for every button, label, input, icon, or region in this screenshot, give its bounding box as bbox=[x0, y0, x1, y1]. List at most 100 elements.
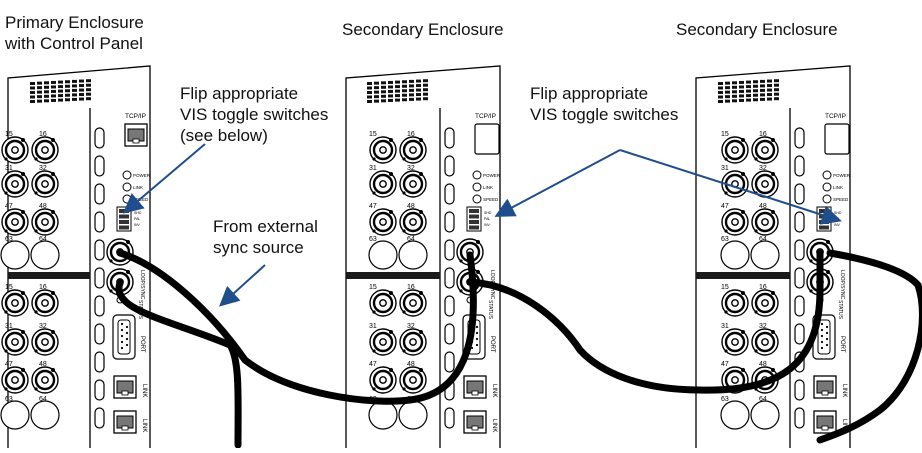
callout-sync-source: From external sync source bbox=[213, 217, 318, 257]
dip-switch-icon bbox=[116, 206, 132, 232]
bnc-number-label: 47 bbox=[369, 361, 377, 368]
vent-grille bbox=[367, 79, 428, 103]
loop-cable bbox=[116, 249, 477, 405]
link-label: LINK bbox=[141, 384, 147, 397]
vent-grille bbox=[30, 79, 91, 103]
blank-plate-icon bbox=[398, 240, 428, 270]
sync-cables bbox=[115, 249, 922, 449]
secondary-enclosure-title-1: Secondary Enclosure bbox=[342, 20, 504, 39]
bnc-connector-icon bbox=[721, 208, 749, 236]
bnc-number-label: 64 bbox=[39, 396, 47, 403]
bnc-connector-icon bbox=[751, 136, 779, 164]
led-icon bbox=[122, 194, 132, 204]
bnc-number-label: 15 bbox=[5, 131, 13, 138]
blank-plate-icon bbox=[368, 400, 398, 430]
dip-label: INV bbox=[484, 223, 491, 227]
led-icon bbox=[472, 194, 482, 204]
bnc-number-label: 63 bbox=[5, 396, 13, 403]
led-label: POWER bbox=[483, 173, 501, 178]
bnc-number-label: 16 bbox=[759, 284, 767, 291]
callout-flip-switches-primary: Flip appropriate VIS toggle switches (se… bbox=[180, 84, 329, 145]
bnc-number-label: 48 bbox=[407, 203, 415, 210]
card-handles bbox=[94, 127, 105, 429]
blank-plate-icon bbox=[398, 400, 428, 430]
tcpip-label: TCP/IP bbox=[475, 113, 496, 120]
port-label: PORT bbox=[839, 336, 845, 353]
bnc-connector-icon bbox=[751, 208, 779, 236]
led-label: LINK bbox=[133, 185, 143, 190]
rj45-port-icon bbox=[813, 410, 837, 434]
bnc-connector-icon bbox=[399, 170, 427, 198]
blank-plate-icon bbox=[0, 240, 30, 270]
bnc-connector-icon bbox=[369, 136, 397, 164]
blank-plate-icon bbox=[30, 400, 60, 430]
dip-label: SHD bbox=[484, 211, 492, 215]
arrow-to-sync-source bbox=[219, 264, 266, 307]
bnc-number-label: 15 bbox=[5, 284, 13, 291]
led-icon bbox=[472, 182, 482, 192]
bnc-number-label: 64 bbox=[39, 236, 47, 243]
bnc-number-label: 64 bbox=[759, 396, 767, 403]
link-label: LINK bbox=[841, 384, 847, 397]
arrow-to-dip-secondary-1 bbox=[494, 149, 621, 217]
led-label: POWER bbox=[833, 173, 851, 178]
bnc-number-label: 63 bbox=[721, 236, 729, 243]
blank-plate-icon bbox=[720, 400, 750, 430]
led-icon bbox=[822, 194, 832, 204]
callout-flip-switches-secondary: Flip appropriate VIS toggle switches bbox=[530, 84, 679, 124]
bnc-number-label: 64 bbox=[759, 236, 767, 243]
bnc-number-label: 15 bbox=[721, 131, 729, 138]
rj45-port-icon bbox=[113, 375, 137, 399]
card-separator-band bbox=[696, 272, 790, 279]
bnc-number-label: 63 bbox=[721, 396, 729, 403]
bnc-connector-icon bbox=[31, 208, 59, 236]
led-icon bbox=[122, 170, 132, 180]
bnc-number-label: 16 bbox=[759, 131, 767, 138]
card-handles bbox=[794, 127, 805, 429]
db9-port-icon bbox=[112, 314, 136, 360]
bnc-connector-icon bbox=[31, 328, 59, 356]
bnc-number-label: 47 bbox=[721, 203, 729, 210]
led-label: LINK bbox=[483, 185, 493, 190]
bnc-connector-icon bbox=[751, 328, 779, 356]
status-label: STATUS bbox=[837, 300, 843, 320]
bnc-number-label: 48 bbox=[759, 203, 767, 210]
link-label: LINK bbox=[491, 419, 497, 432]
dip-label: INV bbox=[834, 223, 841, 227]
bnc-number-label: 16 bbox=[39, 131, 47, 138]
rj45-port-icon bbox=[113, 410, 137, 434]
bnc-connector-icon bbox=[751, 289, 779, 317]
link-label: LINK bbox=[491, 384, 497, 397]
bnc-number-label: 31 bbox=[5, 165, 13, 172]
dip-label: PAL bbox=[484, 217, 490, 221]
status-label: STATUS bbox=[487, 300, 493, 320]
bnc-connector-icon bbox=[369, 208, 397, 236]
led-label: SPEED bbox=[833, 197, 849, 202]
bnc-number-label: 16 bbox=[407, 131, 415, 138]
bnc-number-label: 47 bbox=[369, 203, 377, 210]
bnc-number-label: 48 bbox=[39, 361, 47, 368]
bnc-number-label: 47 bbox=[5, 203, 13, 210]
primary-enclosure-title: Primary Enclosure with Control Panel bbox=[5, 13, 144, 53]
callout-arrows bbox=[122, 143, 842, 307]
bnc-number-label: 31 bbox=[5, 323, 13, 330]
bnc-number-label: 47 bbox=[5, 361, 13, 368]
tcpip-label: TCP/IP bbox=[125, 113, 146, 120]
bnc-connector-icon bbox=[31, 366, 59, 394]
bnc-number-label: 32 bbox=[39, 323, 47, 330]
dip-label: PAL bbox=[134, 217, 140, 221]
bnc-connector-icon bbox=[399, 289, 427, 317]
bnc-number-label: 32 bbox=[407, 323, 415, 330]
bnc-number-label: 48 bbox=[407, 361, 415, 368]
bnc-connector-icon bbox=[1, 208, 29, 236]
led-icon bbox=[472, 170, 482, 180]
bnc-number-label: 64 bbox=[407, 236, 415, 243]
bnc-connector-icon bbox=[1, 328, 29, 356]
led-icon bbox=[822, 182, 832, 192]
tcpip-label: TCP/IP bbox=[825, 113, 846, 120]
led-label: SPEED bbox=[483, 197, 499, 202]
bnc-number-label: 32 bbox=[39, 165, 47, 172]
external-sync-cable bbox=[115, 279, 242, 449]
link-label: LINK bbox=[841, 419, 847, 432]
loop-sync-label: LOOP/SYNC bbox=[139, 270, 145, 300]
